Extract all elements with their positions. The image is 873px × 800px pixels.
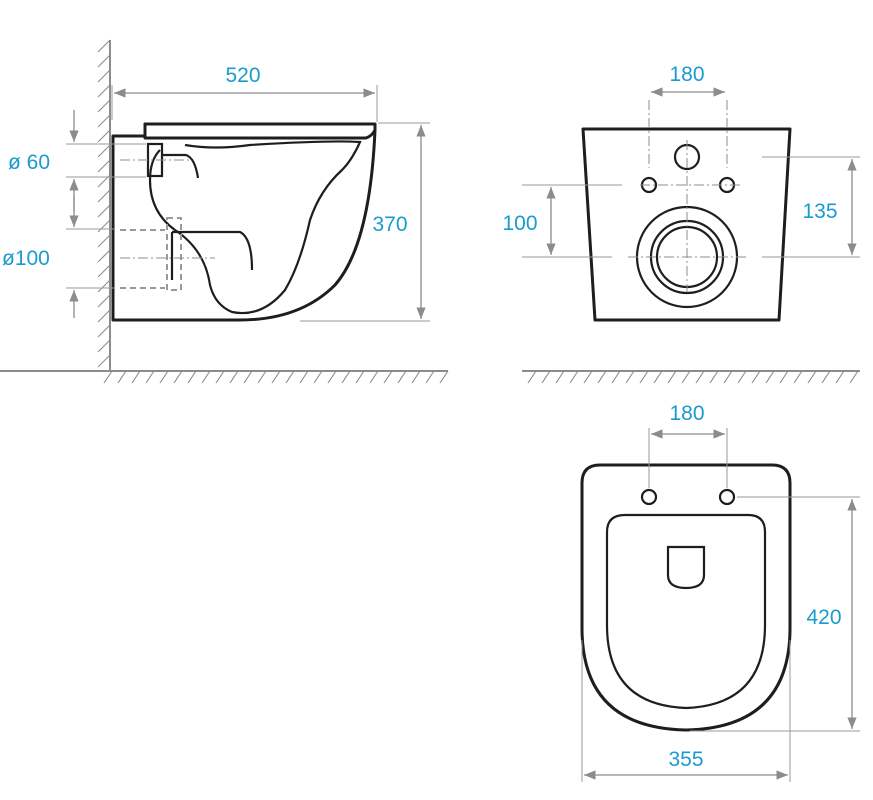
top-flush-opening <box>666 545 706 590</box>
top-bolt-spacing-label: 180 <box>669 402 704 425</box>
floor-left <box>0 370 449 384</box>
outlet-diameter-dimension: ø100 <box>2 195 115 318</box>
inlet-diameter-label: ø 60 <box>8 151 50 174</box>
front-outlet-height-label: 100 <box>502 212 537 235</box>
top-bowl-outline <box>580 463 792 732</box>
wall-hatching <box>97 39 111 368</box>
top-seat-opening <box>605 513 767 710</box>
top-bolt-hole-right <box>718 488 736 506</box>
side-height-dimension: 370 <box>300 122 430 322</box>
outlet-diameter-label: ø100 <box>2 247 50 270</box>
front-bolt-spacing-label: 180 <box>669 63 704 86</box>
front-bolt-spacing-dimension: 180 <box>651 63 725 97</box>
top-length-label: 420 <box>806 606 841 629</box>
side-depth-label: 520 <box>225 64 260 87</box>
wall <box>97 39 111 370</box>
front-view: 180 100 135 <box>502 63 860 384</box>
front-bolt-height-dimension: 135 <box>762 156 860 258</box>
front-back-plate <box>581 127 792 322</box>
front-outlet-height-dimension: 100 <box>502 184 622 258</box>
top-width-dimension: 355 <box>581 640 791 782</box>
hidden-outlet <box>166 217 182 291</box>
side-toilet-body <box>111 122 377 322</box>
top-view: 180 420 355 <box>580 402 860 782</box>
side-depth-dimension: 520 <box>111 64 378 122</box>
top-bolt-spacing-dimension: 180 <box>651 402 725 439</box>
top-width-label: 355 <box>668 748 703 771</box>
front-bolt-height-label: 135 <box>802 200 837 223</box>
floor-right-hatching <box>527 370 859 384</box>
floor-right <box>522 370 860 384</box>
side-view: 520 370 ø 60 ø100 <box>0 39 449 384</box>
top-bolt-hole-left <box>640 488 658 506</box>
side-height-label: 370 <box>372 213 407 236</box>
floor-left-hatching <box>103 370 449 384</box>
top-length-dimension: 420 <box>690 496 860 732</box>
